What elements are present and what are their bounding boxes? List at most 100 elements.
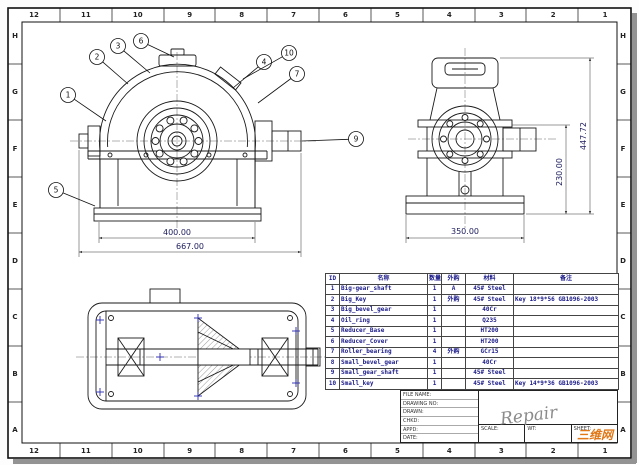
bom-cell: Key 14*9*36 GB1096-2003 [513,378,619,390]
bom-cell: 45# Steel [465,294,514,306]
grid-label: 7 [291,447,296,455]
scale-label: SCALE: [479,425,526,442]
bom-cell [441,378,466,390]
grid-label: 4 [446,11,452,19]
bom-cell: Roller_bearing [339,346,428,358]
grid-label: D [620,257,626,266]
bom-cell: 40Cr [465,304,514,316]
bom-cell: Big-gear_shaft [339,283,428,295]
grid-label: 3 [498,11,504,19]
bom-cell: 1 [325,283,340,295]
side-dimensions [405,57,594,243]
bom-cell [513,304,619,316]
bom-cell: 1 [427,325,442,337]
grid-label: H [620,32,626,41]
grid-label: 12 [29,11,39,19]
svg-text:2: 2 [95,53,100,62]
grid-ticks [8,8,631,458]
grid-label: A [620,425,626,434]
bom-cell: Q235 [465,315,514,327]
grid-label: 11 [81,447,91,455]
svg-text:7: 7 [295,70,300,79]
bom-header: ID [325,273,340,285]
dim-side-width: 350.00 [451,227,479,236]
grid-label: E [12,200,18,209]
bom-cell: 7 [325,346,340,358]
bom-cell: A [441,283,466,295]
grid-label: 10 [132,11,143,19]
svg-text:6: 6 [139,37,144,46]
bom-cell: 1 [427,315,442,327]
grid-label: G [620,88,626,97]
bom-header: 名称 [339,273,428,285]
bom-cell: 4 [427,346,442,358]
center-marks [96,314,300,400]
bom-cell: Small_gear_shaft [339,367,428,379]
grid-label: 6 [343,11,348,19]
bom-cell: 1 [427,336,442,348]
bom-cell: 6 [325,336,340,348]
balloon-6: 6 [133,33,175,58]
grid-label: 1 [602,11,608,19]
grid-label: 8 [239,11,245,19]
bom-cell: HT200 [465,336,514,348]
bom-cell [513,283,619,295]
bom-cell [513,325,619,337]
title-block-main: SCALE: WT: SHEET: [479,391,617,442]
grid-label: 6 [343,447,348,455]
bom-cell: 1 [427,378,442,390]
grid-label: B [12,369,18,378]
bom-cell: 1 [427,283,442,295]
section-view [76,288,330,410]
page-shadow-bottom [13,459,636,464]
bom-header: 备注 [513,273,619,285]
bom-cell: Small_bevel_gear [339,357,428,369]
bom-header: 材料 [465,273,514,285]
bom-cell: Big_Key [339,294,428,306]
grid-label: D [12,257,18,266]
grid-label: 2 [550,11,556,19]
bom-cell [513,336,619,348]
grid-label: C [12,313,18,322]
bom-cell [441,357,466,369]
grid-label: C [620,313,626,322]
bom-cell [441,304,466,316]
sheet-label: SHEET: [573,426,592,432]
bom-cell: HT200 [465,325,514,337]
site-watermark: 三维网 [577,428,614,442]
balloon-10: 10 [242,45,297,80]
grid-label: F [12,144,18,153]
grid-label: E [620,200,626,209]
bom-cell: 45# Steel [465,367,514,379]
bom-cell: 5 [325,325,340,337]
bom-cell: 40Cr [465,357,514,369]
title-block-label: FILE NAME: [401,391,478,400]
bom-cell: Big_bevel_gear [339,304,428,316]
svg-text:5: 5 [54,186,59,195]
bom-cell [513,367,619,379]
title-block: FILE NAME: DRAWING NO: DRAWN: CHKD: APPD… [400,390,618,443]
front-view [70,48,318,230]
svg-text:3: 3 [116,42,121,51]
bom-cell: 外购 [441,346,466,358]
grid-label: 5 [394,11,400,19]
grid-label: 5 [394,447,400,455]
bom-cell [441,367,466,379]
bom-cell [513,346,619,358]
bom-cell: Reducer_Base [339,325,428,337]
title-block-label: DRAWING NO: [401,400,478,409]
title-block-label: DATE: [403,435,418,442]
bom-cell: 1 [427,357,442,369]
dim-side-height-inner: 230.00 [555,158,564,186]
